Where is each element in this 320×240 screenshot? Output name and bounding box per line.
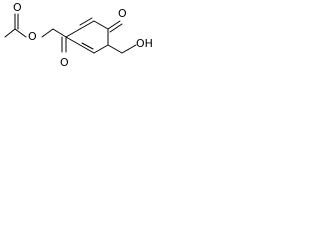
ring-double-bond-2b <box>81 42 94 50</box>
ring-bond-4 <box>93 44 109 54</box>
ring-bond-2 <box>93 20 109 30</box>
ch2-ring-bond <box>52 28 67 38</box>
ring-ch2-bond <box>107 44 123 54</box>
ring-double-bond-1b <box>79 17 93 26</box>
chemical-structure: O O O O OH <box>4 1 153 69</box>
methyl-bond <box>4 28 16 38</box>
top-ketone-double-bond-a <box>107 20 121 30</box>
acetyl-c-ester-o-bond <box>14 28 27 38</box>
ester-o-ch2-bond <box>41 28 54 38</box>
top-ketone-oxygen-label: O <box>118 7 127 20</box>
acetyl-carbonyl-oxygen-label: O <box>13 1 22 14</box>
ester-oxygen-label: O <box>28 30 37 43</box>
hydroxyl-label: OH <box>136 37 153 50</box>
top-ketone-double-bond-b <box>109 23 123 33</box>
bottom-ketone-oxygen-label: O <box>60 56 69 69</box>
ring-double-bond-2a <box>79 44 95 54</box>
ch2-oh-bond <box>121 44 137 54</box>
ring-bond-1 <box>65 28 81 38</box>
ring-bond-5 <box>65 36 81 46</box>
ring-double-bond-1a <box>79 20 95 30</box>
